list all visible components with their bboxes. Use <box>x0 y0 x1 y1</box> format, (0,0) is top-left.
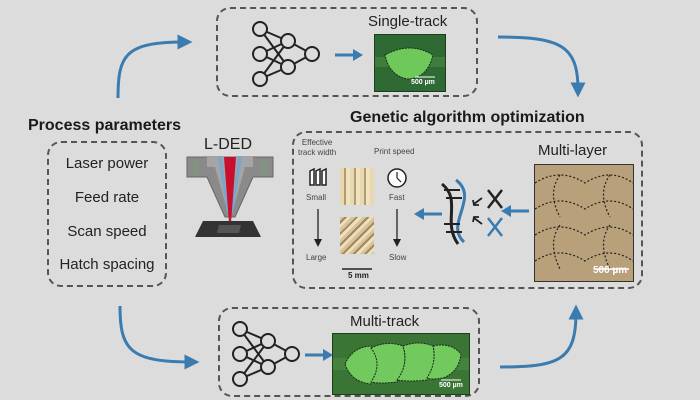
multi-layer-micrograph: 500 µm <box>534 164 634 282</box>
track-width-icon <box>309 167 327 186</box>
track-width-label: track width <box>298 148 337 157</box>
down-arrow-width-icon <box>314 209 322 247</box>
multi-layer-scale-bar: 500 µm <box>593 265 628 276</box>
arrow-left-icon-2 <box>501 205 529 217</box>
neural-network-icon-2 <box>232 321 300 387</box>
process-parameters-title: Process parameters <box>28 117 181 134</box>
print-speed-label: Print speed <box>374 147 415 156</box>
arrow-params-to-multi-track <box>118 305 200 370</box>
arrow-single-track-to-ga <box>497 35 586 98</box>
clock-icon <box>387 168 407 188</box>
sample-image-slow <box>340 217 374 254</box>
large-label: Large <box>306 253 327 262</box>
arrow-params-to-single-track <box>116 34 193 99</box>
multi-track-title: Multi-track <box>350 313 420 330</box>
multi-layer-title: Multi-layer <box>538 142 608 159</box>
small-label: Small <box>306 193 327 202</box>
process-parameters-box: Laser power Feed rate Scan speed Hatch s… <box>47 141 167 287</box>
ga-scale-bar: 5 mm <box>348 271 369 280</box>
arrow-multi-track-to-ga <box>499 304 584 369</box>
param-feed-rate: Feed rate <box>74 189 140 206</box>
scale-bar-line <box>342 268 372 270</box>
multi-track-box: Multi-track 500 µm <box>218 307 480 397</box>
effective-label: Effective <box>301 138 333 147</box>
lded-nozzle-icon <box>186 156 274 237</box>
dna-icon <box>440 178 503 245</box>
lded-label: L-DED <box>204 136 253 153</box>
arrow-right-icon <box>335 49 363 61</box>
param-laser-power: Laser power <box>65 155 149 172</box>
param-hatch-spacing: Hatch spacing <box>59 256 155 273</box>
ga-title: Genetic algorithm optimization <box>350 109 585 126</box>
param-scan-speed: Scan speed <box>67 223 147 240</box>
multi-track-micrograph: 500 µm <box>332 333 470 395</box>
arrow-right-icon-2 <box>305 349 333 361</box>
single-track-title: Single-track <box>368 13 448 30</box>
down-arrow-speed-icon <box>393 209 401 247</box>
single-track-box: Single-track 500 µm <box>216 7 478 97</box>
fast-label: Fast <box>389 193 405 202</box>
arrow-left-icon-1 <box>414 208 442 220</box>
neural-network-icon <box>252 21 320 87</box>
single-track-micrograph: 500 µm <box>374 34 446 92</box>
sample-image-fast <box>340 168 374 205</box>
single-track-scale-bar: 500 µm <box>411 79 435 86</box>
slow-label: Slow <box>389 253 407 262</box>
multi-track-scale-bar: 500 µm <box>439 382 463 389</box>
